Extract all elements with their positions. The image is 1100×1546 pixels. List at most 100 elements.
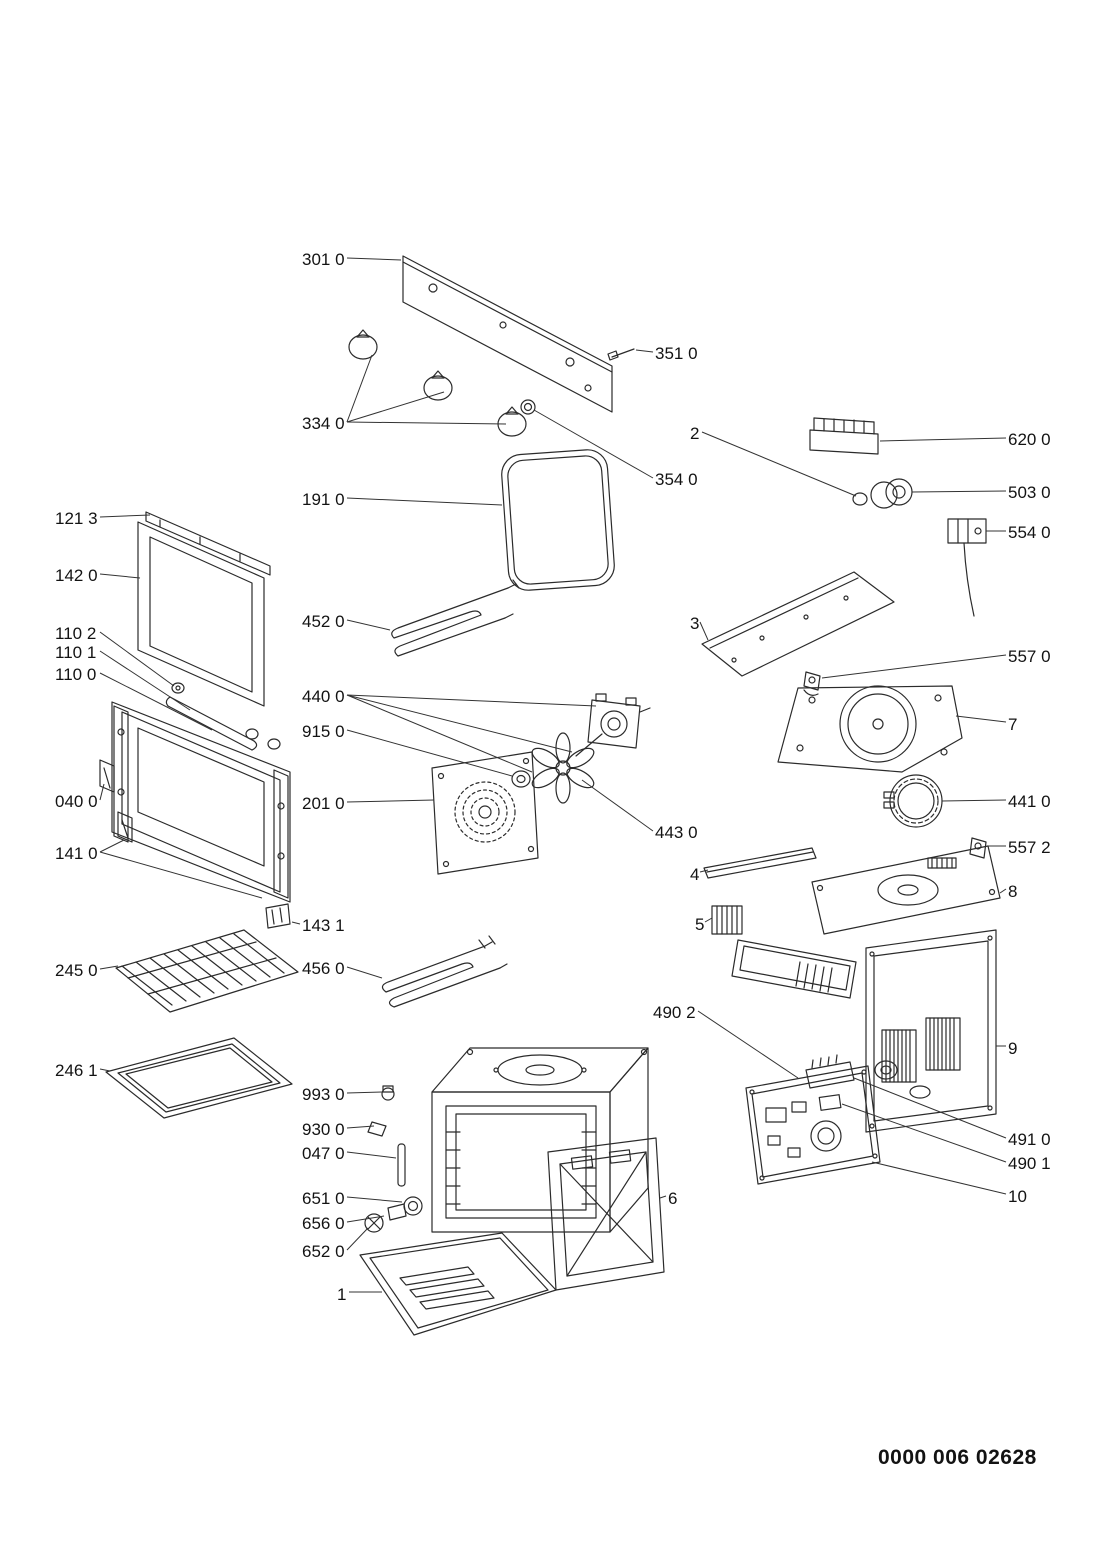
leader-line bbox=[999, 888, 1007, 894]
part-label-993-0: 993 0 bbox=[302, 1085, 345, 1104]
leader-line bbox=[635, 349, 654, 353]
leader-line bbox=[346, 421, 507, 425]
leader-line bbox=[941, 799, 1007, 802]
part-label-651-0: 651 0 bbox=[302, 1189, 345, 1208]
part-label-620-0: 620 0 bbox=[1008, 430, 1051, 449]
grill-element-art bbox=[391, 579, 520, 657]
part-label-443-0: 443 0 bbox=[655, 823, 698, 842]
rear-inner-panel-art bbox=[811, 845, 1001, 935]
leader-line bbox=[346, 354, 373, 423]
door-seal-art bbox=[501, 449, 615, 591]
leader-line bbox=[346, 391, 445, 423]
rear-outer-panel-art bbox=[865, 929, 997, 1133]
leader-line bbox=[346, 799, 435, 803]
leader-line bbox=[853, 1077, 1007, 1139]
leader-line bbox=[346, 1196, 403, 1203]
part-label-110-1: 110 1 bbox=[55, 643, 97, 662]
fan-motor-art bbox=[575, 693, 651, 757]
ring-heater-art bbox=[883, 774, 943, 828]
control-panel-art bbox=[402, 255, 613, 413]
power-board-art bbox=[745, 1060, 898, 1185]
spacer-art bbox=[511, 770, 531, 788]
leader-line bbox=[99, 672, 213, 731]
leader-line bbox=[911, 490, 1007, 493]
door-handle-art bbox=[165, 682, 281, 751]
part-label-6: 6 bbox=[668, 1189, 678, 1208]
part-label-452-0: 452 0 bbox=[302, 612, 345, 631]
wire-rack-art bbox=[115, 929, 299, 1013]
bottom-element-art bbox=[381, 935, 508, 1008]
leader-line bbox=[704, 917, 713, 923]
leader-line bbox=[99, 851, 263, 899]
part-label-930-0: 930 0 bbox=[302, 1120, 345, 1139]
part-label-5: 5 bbox=[695, 915, 705, 934]
back-cover-art bbox=[431, 751, 539, 875]
capacitor-art bbox=[852, 478, 913, 509]
part-label-7: 7 bbox=[1008, 715, 1018, 734]
leader-line bbox=[346, 1125, 375, 1129]
part-label-440-0: 440 0 bbox=[302, 687, 345, 706]
leader-line bbox=[871, 1161, 1007, 1195]
leader-line bbox=[346, 257, 402, 261]
inner-glass-art bbox=[137, 521, 265, 707]
leader-lines-layer bbox=[99, 257, 1007, 1293]
part-label-656-0: 656 0 bbox=[302, 1214, 345, 1233]
part-label-246-1: 246 1 bbox=[55, 1061, 98, 1080]
hinge-left-art bbox=[99, 759, 133, 843]
leader-line bbox=[346, 694, 533, 773]
fan-housing-art bbox=[777, 685, 963, 773]
leader-line bbox=[821, 654, 1007, 679]
small-parts-art bbox=[367, 1085, 406, 1187]
leader-line bbox=[291, 921, 301, 925]
knobs-art bbox=[348, 329, 536, 437]
part-label-047-0: 047 0 bbox=[302, 1144, 345, 1163]
leader-line bbox=[701, 431, 857, 497]
bottom-panel-art bbox=[359, 1232, 557, 1336]
part-label-1: 1 bbox=[337, 1285, 347, 1304]
oven-cavity-art bbox=[431, 1047, 649, 1233]
part-label-040-0: 040 0 bbox=[55, 792, 98, 811]
part-label-110-0: 110 0 bbox=[55, 665, 97, 684]
leader-line bbox=[346, 966, 383, 979]
leader-line bbox=[346, 1091, 383, 1094]
leader-line bbox=[346, 1151, 397, 1159]
part-label-110-2: 110 2 bbox=[55, 624, 97, 643]
leader-line bbox=[659, 1195, 667, 1199]
part-label-354-0: 354 0 bbox=[655, 470, 698, 489]
part-label-557-0: 557 0 bbox=[1008, 647, 1051, 666]
part-label-557-2: 557 2 bbox=[1008, 838, 1051, 857]
part-label-503-0: 503 0 bbox=[1008, 483, 1051, 502]
leader-line bbox=[99, 839, 125, 853]
bracket-5572-art bbox=[969, 837, 987, 859]
comb-art bbox=[711, 905, 743, 935]
leader-line bbox=[581, 779, 654, 832]
baking-tray-art bbox=[105, 1037, 293, 1119]
relay-module-art bbox=[805, 1054, 855, 1089]
part-label-2: 2 bbox=[690, 424, 700, 443]
part-label-141-0: 141 0 bbox=[55, 844, 98, 863]
part-label-456-0: 456 0 bbox=[302, 959, 345, 978]
leader-line bbox=[346, 497, 503, 506]
part-label-334-0: 334 0 bbox=[302, 414, 345, 433]
part-label-441-0: 441 0 bbox=[1008, 792, 1051, 811]
igniter-art bbox=[947, 518, 987, 617]
module-4901-art bbox=[818, 1094, 842, 1111]
leader-line bbox=[99, 965, 119, 970]
leader-line bbox=[346, 619, 391, 631]
leader-line bbox=[346, 694, 573, 753]
leader-line bbox=[99, 1068, 111, 1072]
part-label-4: 4 bbox=[690, 865, 700, 884]
part-label-142-0: 142 0 bbox=[55, 566, 98, 585]
part-label-652-0: 652 0 bbox=[302, 1242, 345, 1261]
leader-line bbox=[879, 437, 1007, 442]
leader-line bbox=[346, 729, 513, 777]
leader-line bbox=[99, 573, 141, 579]
strip-art bbox=[703, 847, 817, 879]
part-label-245-0: 245 0 bbox=[55, 961, 98, 980]
leader-line bbox=[99, 650, 191, 711]
part-label-121-3: 121 3 bbox=[55, 509, 98, 528]
lamp-art bbox=[364, 1196, 423, 1233]
door-outer-art bbox=[111, 701, 291, 903]
leader-line bbox=[346, 694, 597, 707]
